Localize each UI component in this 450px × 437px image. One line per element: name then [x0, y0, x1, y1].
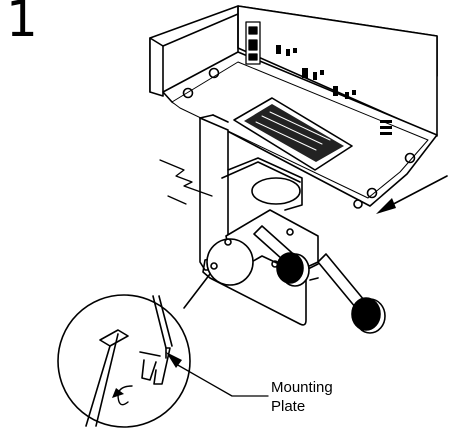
callout-line-2: Plate: [271, 398, 306, 415]
outlet-row: [276, 45, 392, 135]
step-number: 1: [6, 0, 38, 48]
callout-leader: [166, 352, 269, 397]
product-label: [233, 97, 353, 171]
mounting-bracket: [199, 114, 386, 334]
mounting-plate-callout: Mounting Plate: [271, 378, 333, 416]
detail-circle: [57, 294, 191, 428]
slide-direction-arrow: [376, 175, 448, 214]
port-panel: [245, 21, 261, 65]
callout-line-1: Mounting: [271, 379, 333, 396]
surface-break-line: [159, 159, 213, 205]
detail-leader-line: [183, 273, 211, 309]
